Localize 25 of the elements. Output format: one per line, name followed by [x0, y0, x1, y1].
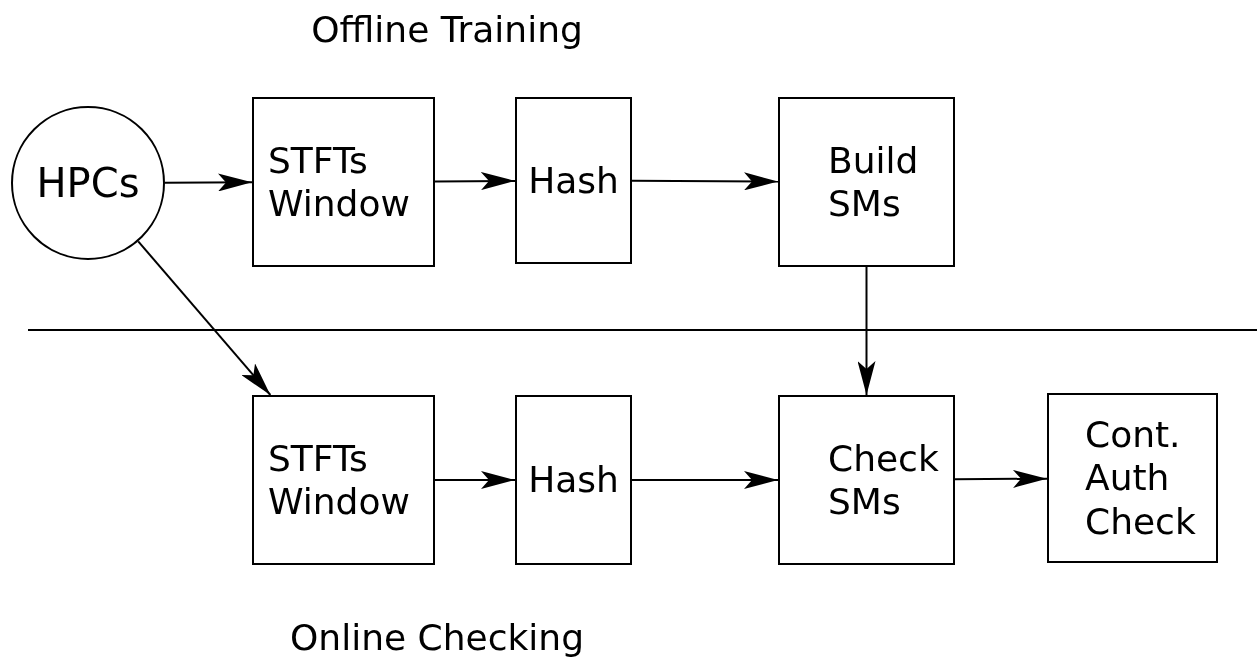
arrow — [631, 172, 779, 191]
arrow — [434, 471, 516, 489]
process-box — [252, 395, 435, 565]
process-box — [252, 97, 435, 267]
node-label: Check SMs — [827, 436, 939, 524]
arrow — [857, 266, 876, 396]
node-label: HPCs — [36, 159, 140, 207]
arrow — [164, 173, 253, 192]
node-label: Cont. Auth Check — [1084, 413, 1197, 543]
process-box — [515, 97, 632, 264]
node-label: STFTs Window — [268, 138, 411, 226]
node-label: Hash — [528, 458, 619, 502]
node-label: Build SMs — [827, 138, 920, 226]
arrow — [954, 469, 1048, 488]
section-title: Online Checking — [290, 616, 584, 660]
node-label: STFTs Window — [268, 436, 411, 524]
arrow — [137, 240, 272, 396]
process-box — [515, 395, 632, 565]
process-box — [778, 395, 955, 565]
arrow — [631, 471, 779, 489]
process-box — [1047, 393, 1218, 563]
process-box — [778, 97, 955, 267]
node-label: Hash — [528, 158, 619, 203]
arrow — [434, 172, 516, 191]
section-title: Offline Training — [311, 8, 583, 52]
